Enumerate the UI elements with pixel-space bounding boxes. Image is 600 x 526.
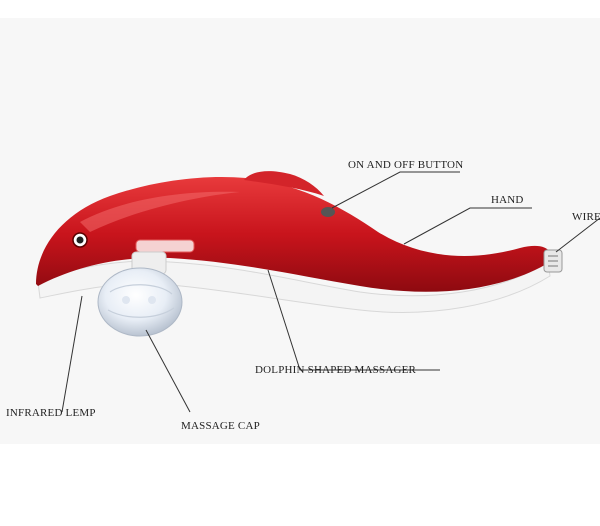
label-infrared-lemp: INFRARED LEMP	[6, 407, 96, 419]
dolphin-body	[36, 176, 550, 292]
leader-line-cap	[145, 329, 191, 413]
on-off-button-shape	[321, 207, 335, 217]
dorsal-fin	[244, 171, 324, 196]
label-massage-cap: MASSAGE CAP	[181, 420, 260, 432]
label-dolphin-shaped-massager: DOLPHIN SHAPED MASSAGER	[255, 364, 417, 376]
leader-line-infrared	[61, 295, 83, 413]
leader-line-on-off	[331, 171, 460, 209]
body-highlight	[80, 191, 240, 232]
label-hand: HAND	[491, 194, 524, 206]
leader-line-dolphin	[267, 269, 440, 371]
massage-cap-shape	[97, 267, 183, 337]
label-on-off-button: ON AND OFF BUTTON	[348, 159, 464, 171]
lamp-window	[135, 239, 195, 253]
leader-line-wire	[555, 217, 600, 253]
leader-line-hand	[403, 207, 532, 245]
label-wire: WIRE	[572, 211, 600, 223]
